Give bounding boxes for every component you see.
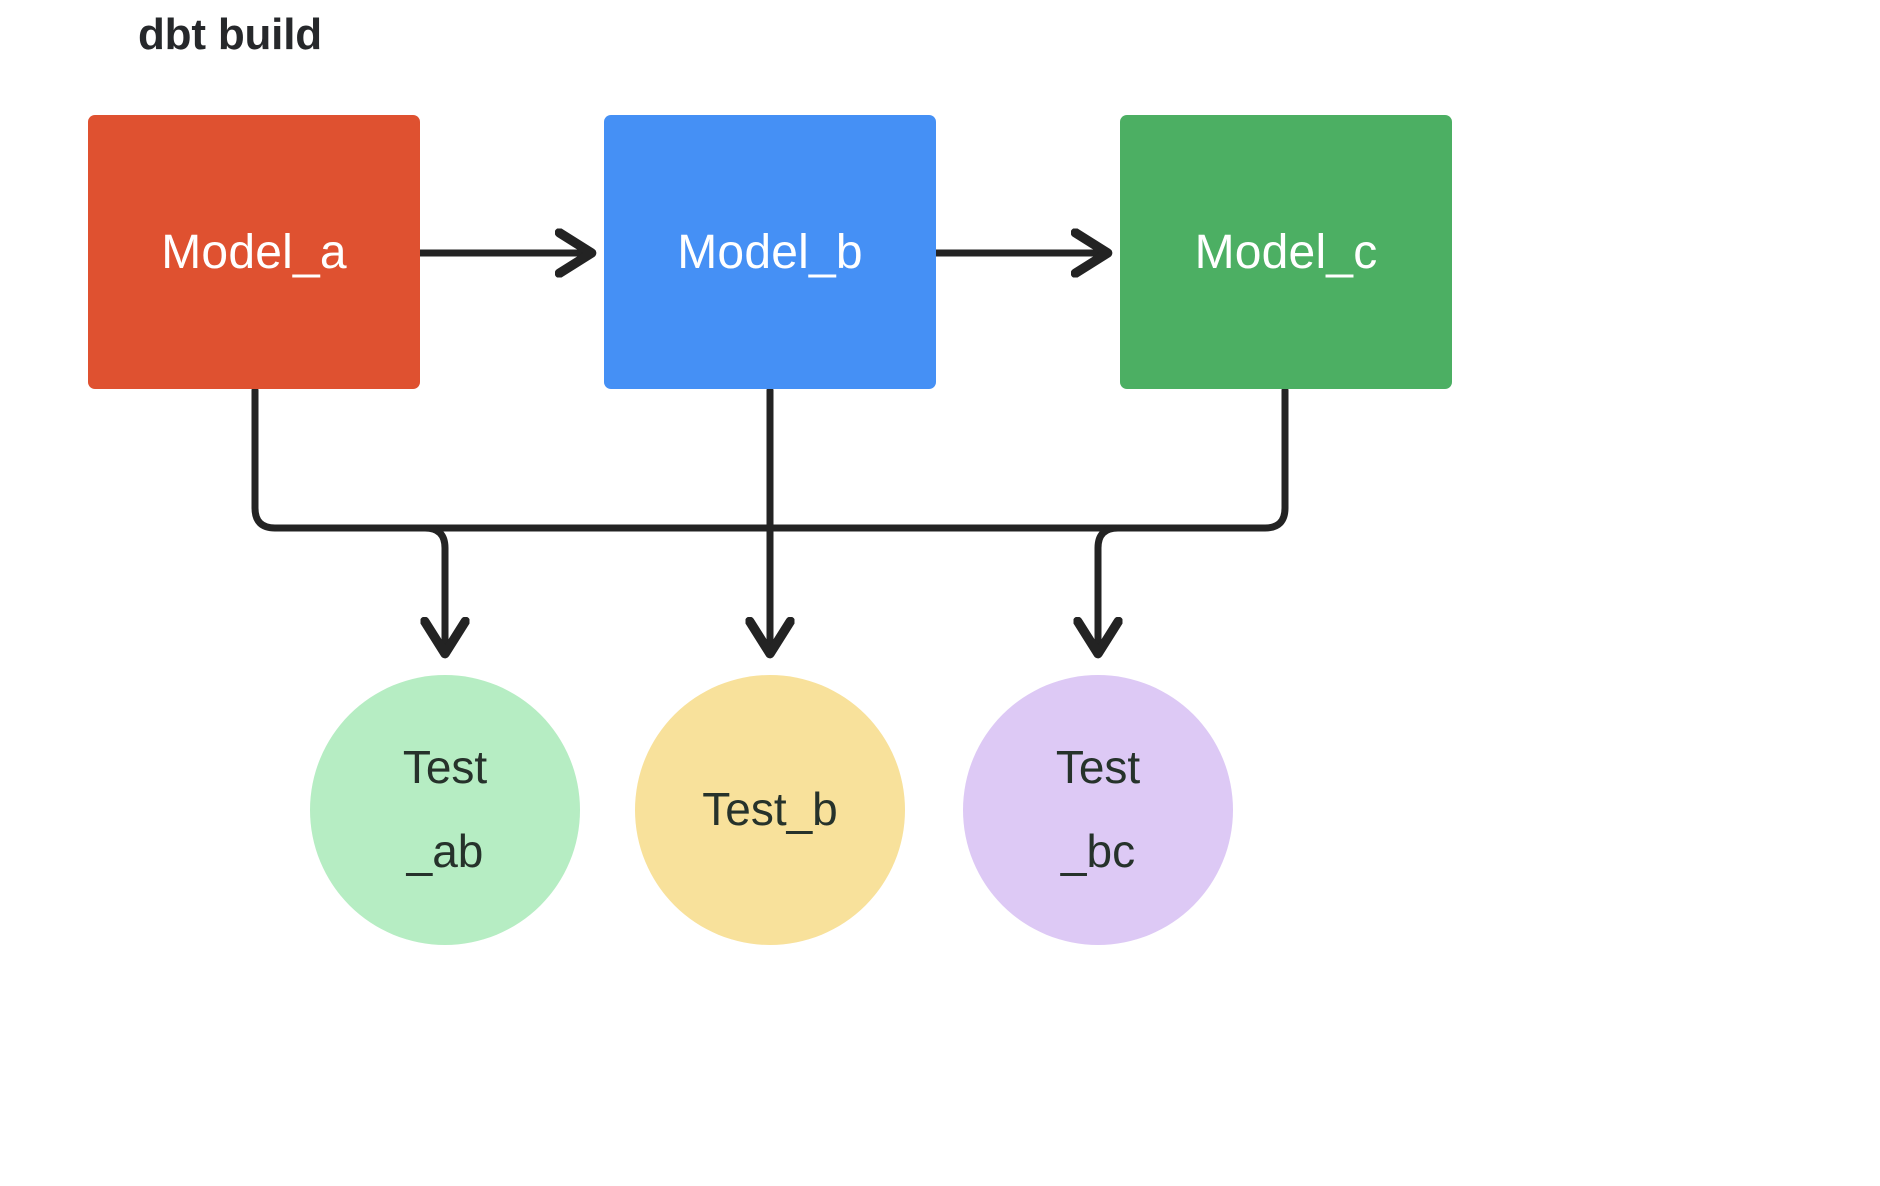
node-test-bc-label-line2: _bc [1060, 825, 1136, 877]
node-test-bc-label-line1: Test [1055, 741, 1141, 794]
node-model-b[interactable]: Model_b [604, 115, 936, 389]
node-model-b-label: Model_b [677, 225, 863, 279]
edge-branch-to-test-ab [425, 524, 445, 648]
node-test-bc[interactable]: Test _bc [963, 675, 1233, 945]
node-model-c-label: Model_c [1194, 225, 1378, 279]
node-test-b-label-line1: Test_b [702, 783, 838, 836]
node-model-c[interactable]: Model_c [1120, 115, 1452, 389]
node-test-ab-label-line2: _ab [406, 825, 484, 877]
page-title: dbt build [138, 10, 322, 59]
edge-model-c-to-test-bc [766, 386, 1289, 532]
edge-model-a-to-test-ab [251, 386, 774, 532]
edge-branch-to-test-bc [1098, 524, 1118, 648]
node-test-b[interactable]: Test_b [635, 675, 905, 945]
node-model-a-label: Model_a [161, 225, 347, 279]
node-model-a[interactable]: Model_a [88, 115, 420, 389]
node-test-ab-label-line1: Test [402, 741, 488, 794]
node-test-ab[interactable]: Test _ab [310, 675, 580, 945]
